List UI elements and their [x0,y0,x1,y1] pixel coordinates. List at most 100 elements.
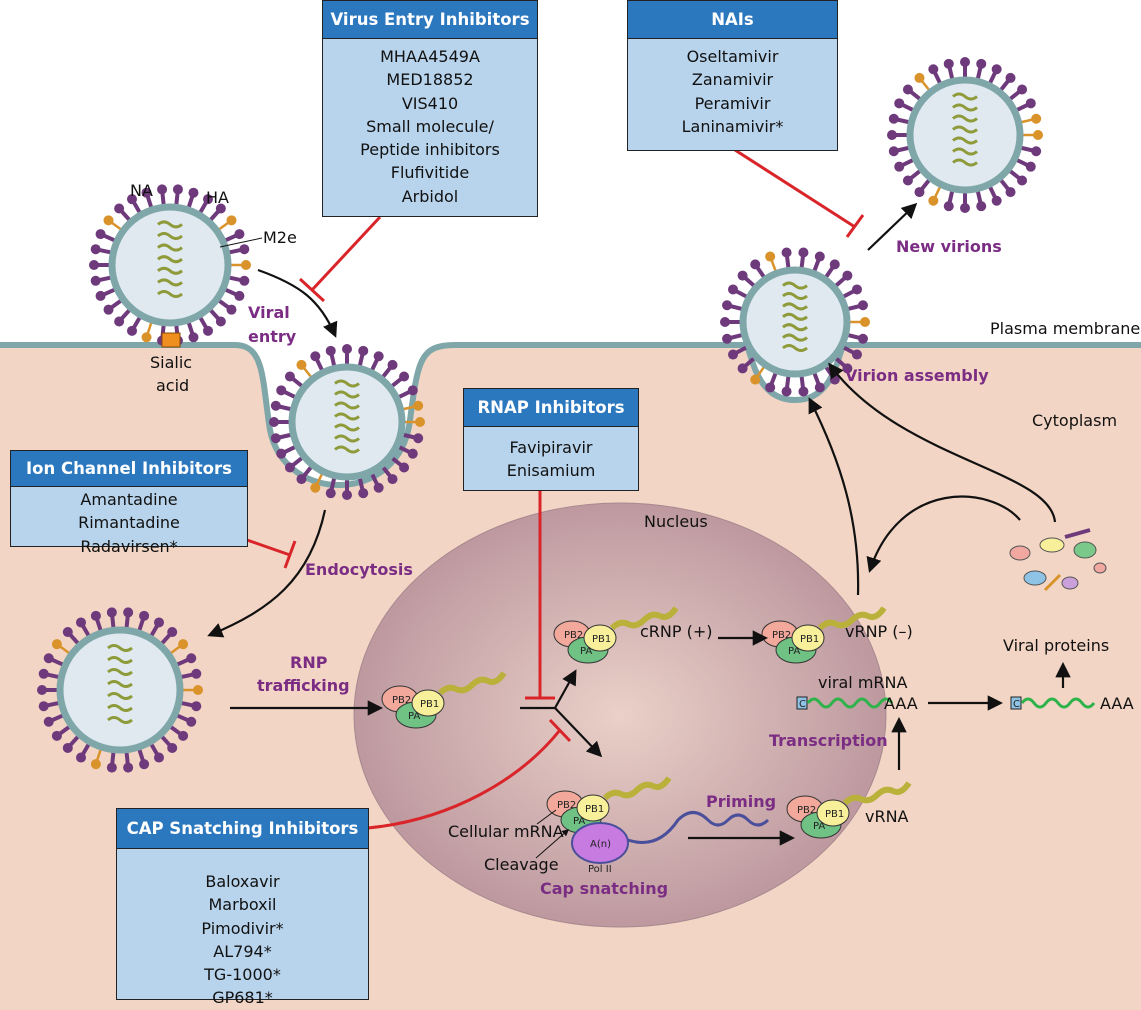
ha-spike-head [1017,175,1028,186]
ha-spike-head [829,259,840,270]
ha-spike-head [38,668,49,679]
na-spike-head [241,260,251,270]
vrnp-segment [334,401,360,410]
ha-spike-head [276,448,287,459]
vrnp-segment [157,278,183,287]
endocytosed-vesicle [37,607,203,773]
ha-spike-head [902,175,913,186]
vrnp-segment [952,114,978,123]
ha-spike-head [1025,161,1036,172]
vrnp-segment [782,312,808,321]
ha-spike-head [139,610,150,621]
ha-spike-head [43,716,54,727]
ha-spike-head [842,363,853,374]
nucleus-label: Nucleus [644,512,708,531]
ha-spike-head [722,333,733,344]
ha-spike-head [358,488,369,499]
ha-spike-head [215,316,226,327]
nucleus [353,502,887,928]
vrnp-segment [334,390,360,399]
pb1-subunit [583,624,617,652]
na-spike-head [914,72,925,83]
rna-helix [609,606,679,631]
ha-spike-head [857,300,868,311]
exported-mrna-strand [1020,697,1096,709]
arrow-vrnp-to-assembly [808,397,860,596]
ha-spike-head [888,146,899,157]
viral-proteins-label: Viral proteins [1003,636,1109,655]
virion-entering [269,344,425,500]
ha-spike-head [90,275,101,286]
ha-spike-head [750,259,761,270]
ha-spike-head [95,229,106,240]
ha-spike-head [914,187,925,198]
viral-entry-label-1: Viral [248,303,290,322]
pb1-subunit [791,624,825,652]
ha-spike-head [894,98,905,109]
inhibition-ion-channel [246,538,297,569]
ha-spike-head [842,270,853,281]
inhibitor-item: AL794* [213,941,272,961]
ha-spike-head [1005,187,1016,198]
m2e-label: M2e [263,228,297,247]
ha-spike-head [106,607,117,618]
inhibitor-item: Laninamivir* [681,116,784,136]
ha-spike-head [76,617,86,628]
na-spike-head [226,215,237,226]
ha-spike-head [387,474,398,485]
vrnp-segment [157,220,183,229]
ha-spike-head [781,247,792,258]
ha-spike-head [976,58,987,69]
pa-label: PA [573,816,585,827]
transcription-label: Transcription [769,731,888,750]
pol-ii [571,822,629,864]
ha-spike-head [387,359,398,370]
ha-spike-head [943,58,954,69]
pol-ii-label: Pol II [588,864,612,875]
ha-spike-head [239,275,250,286]
ha-spike-head [991,64,1002,75]
ha-spike-head [720,317,730,327]
cap-label-2: C [1013,699,1020,710]
rnp-label-1: RNP [290,653,328,672]
vrnp-segment [334,423,360,432]
rna-helix [842,781,912,806]
virion-assembly-label: Virion assembly [845,366,989,385]
ha-spike-head [902,84,913,95]
priming-label: Priming [706,792,776,811]
ha-spike-head [95,290,106,301]
ha-spike-head [90,244,101,255]
inhibitor-item: Peramivir [694,93,771,113]
cap-icon-2 [1010,696,1022,710]
ha-spike-head [722,300,733,311]
vrnp-segment [107,704,133,712]
inhibitor-item: MHAA4549A [380,47,480,66]
arrow-proteins-to-vrnp [866,495,1021,573]
ha-spike-head [172,184,183,195]
vrnp-segment [107,656,133,664]
cleavage-label: Cleavage [484,855,559,874]
ha-spike-head [114,203,125,214]
pb1-label: PB1 [592,634,611,645]
ha-spike-head [234,290,245,301]
ha-spike-head [407,448,418,459]
cytoplasm-label: Cytoplasm [1032,411,1117,430]
ha-spike-head [191,701,202,712]
inhibitor-item: Zanamivir [691,70,774,90]
inhibitor-item: TG-1000* [204,965,281,985]
pb1-subunit [411,689,445,717]
an-label: A(n) [590,839,611,850]
ha-spike-head [239,244,250,255]
viral-proteins-cluster [1009,528,1107,592]
ha-spike-head [851,284,862,295]
inhibitor-item: Enisamium [506,461,596,481]
cap-snatching-label: Cap snatching [540,879,668,898]
vrnp-segment [782,333,808,342]
pb1-subunit [816,799,850,827]
vrnp-segment [157,290,183,298]
pb1-label: PB1 [800,634,819,645]
